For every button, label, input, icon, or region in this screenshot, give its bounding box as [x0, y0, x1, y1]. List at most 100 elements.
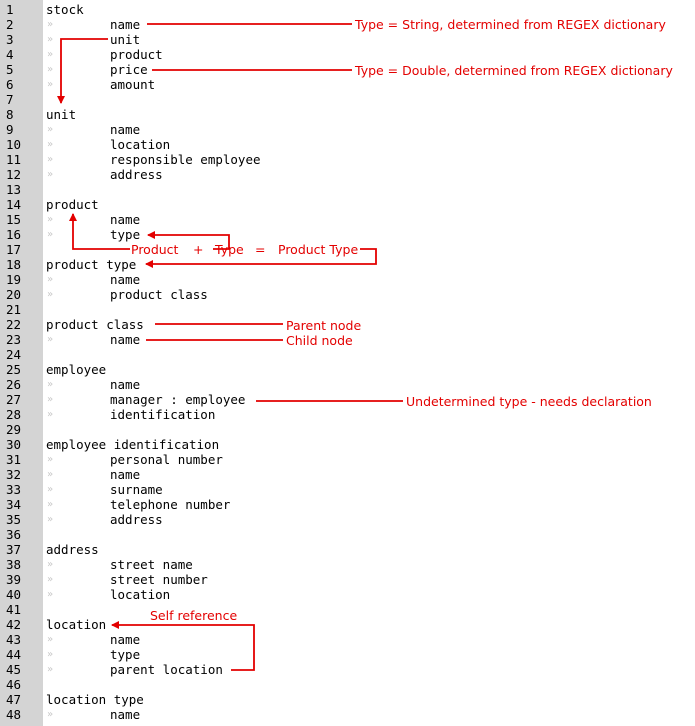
- code-line: 23»name: [0, 332, 695, 347]
- field-name: address: [110, 512, 163, 527]
- line-number: 9: [6, 122, 14, 137]
- field-name: street number: [110, 572, 208, 587]
- tab-marker: »: [47, 664, 54, 675]
- line-number: 2: [6, 17, 14, 32]
- code-line: 10»location: [0, 137, 695, 152]
- line-number: 44: [6, 647, 22, 662]
- line-number: 37: [6, 542, 22, 557]
- field-name: name: [110, 377, 141, 392]
- product-type-arrow: [145, 248, 377, 268]
- child-node-label: Child node: [286, 333, 353, 348]
- code-line: 12 » address: [0, 167, 695, 182]
- price-type-label: Type = Double, determined from REGEX dic…: [354, 63, 673, 78]
- field-name: product: [110, 47, 163, 62]
- code-line: 35 » address: [0, 512, 695, 527]
- field-name: identification: [110, 407, 216, 422]
- code-line: 5 » price: [0, 62, 695, 77]
- code-line: 21: [0, 302, 695, 317]
- undetermined-label: Undetermined type - needs declaration: [406, 394, 652, 409]
- entity-name: location type: [46, 692, 144, 707]
- tab-marker: »: [47, 274, 54, 285]
- code-line: 34»telephone number: [0, 497, 695, 512]
- field-name: parent location: [110, 662, 223, 677]
- field-name: name: [110, 272, 141, 287]
- line-number: 13: [6, 182, 22, 197]
- line-number: 6: [6, 77, 14, 92]
- tab-marker: »: [47, 289, 54, 300]
- tab-marker: »: [47, 454, 54, 465]
- code-line: 29: [0, 422, 695, 437]
- entity-name: stock: [46, 2, 84, 17]
- plus-label: +: [193, 242, 203, 257]
- entity-name: employee identification: [46, 437, 220, 452]
- line-number: 40: [6, 587, 22, 602]
- tab-marker: »: [47, 484, 54, 495]
- code-line: 7: [0, 92, 695, 107]
- field-name: street name: [110, 557, 193, 572]
- line-number: 21: [6, 302, 22, 317]
- field-name: personal number: [110, 452, 223, 467]
- self-reference-label: Self reference: [150, 608, 237, 623]
- tab-marker: »: [47, 169, 54, 180]
- unit-reference-arrow: [57, 38, 108, 104]
- product-label: Product: [131, 242, 179, 257]
- tab-marker: »: [47, 589, 54, 600]
- entity-name: product: [46, 197, 99, 212]
- line-number: 42: [6, 617, 22, 632]
- line-number: 38: [6, 557, 22, 572]
- code-line: 19»name: [0, 272, 695, 287]
- line-number: 7: [6, 92, 14, 107]
- line-number: 32: [6, 467, 22, 482]
- code-line: 43»name: [0, 632, 695, 647]
- line-number: 36: [6, 527, 22, 542]
- line-number: 25: [6, 362, 22, 377]
- field-name: name: [110, 632, 141, 647]
- code-line: 46: [0, 677, 695, 692]
- code-line: 11»responsible employee: [0, 152, 695, 167]
- tab-marker: »: [47, 394, 54, 405]
- code-line: 41: [0, 602, 695, 617]
- type-reference-arrow: [147, 231, 230, 250]
- line-number: 35: [6, 512, 22, 527]
- field-name: product class: [110, 287, 208, 302]
- field-name: address: [110, 167, 163, 182]
- tab-marker: »: [47, 214, 54, 225]
- line-number: 46: [6, 677, 22, 692]
- code-line: 38 » street name: [0, 557, 695, 572]
- equals-label: =: [255, 242, 265, 257]
- line-number: 12: [6, 167, 22, 182]
- code-line: 26»name: [0, 377, 695, 392]
- field-name: price: [110, 62, 148, 77]
- field-name: type: [110, 227, 141, 242]
- line-number: 5: [6, 62, 14, 77]
- line-number: 27: [6, 392, 22, 407]
- self-reference-arrow: [111, 621, 255, 671]
- code-line: 3»unit: [0, 32, 695, 47]
- code-line: 28»identification: [0, 407, 695, 422]
- tab-marker: »: [47, 559, 54, 570]
- code-line: 44»type: [0, 647, 695, 662]
- code-line: 47 location type: [0, 692, 695, 707]
- field-name: surname: [110, 482, 163, 497]
- tab-marker: »: [47, 64, 54, 75]
- line-number: 15: [6, 212, 22, 227]
- line-number: 3: [6, 32, 14, 47]
- tab-marker: »: [47, 574, 54, 585]
- tab-marker: »: [47, 79, 54, 90]
- field-name: manager : employee: [110, 392, 246, 407]
- line-number: 41: [6, 602, 22, 617]
- tab-marker: »: [47, 499, 54, 510]
- tab-marker: »: [47, 514, 54, 525]
- line-number: 20: [6, 287, 22, 302]
- line-number: 47: [6, 692, 22, 707]
- line-number: 14: [6, 197, 22, 212]
- field-name: responsible employee: [110, 152, 261, 167]
- line-number: 16: [6, 227, 22, 242]
- gutter-divider: [43, 0, 44, 726]
- product-type-label: Product Type: [278, 242, 358, 257]
